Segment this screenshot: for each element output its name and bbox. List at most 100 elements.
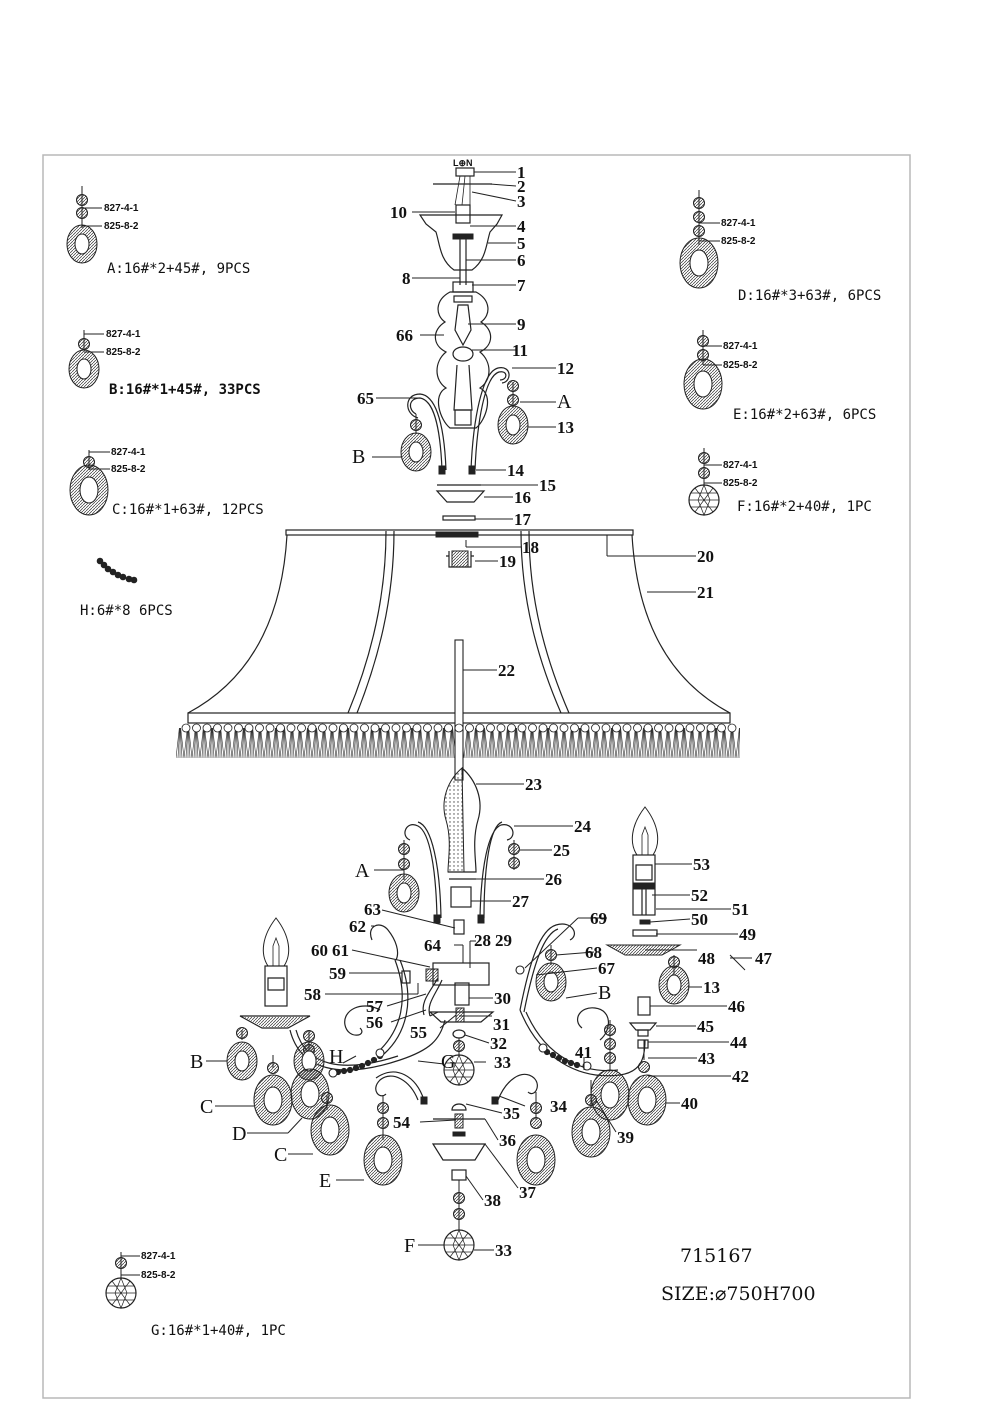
part-label: 35 — [503, 1104, 520, 1123]
part-label: 15 — [539, 476, 556, 495]
fringe-bead — [213, 723, 222, 733]
right-candle-arm — [491, 923, 667, 1186]
fringe-bead — [370, 723, 380, 733]
part-label: 3 — [517, 192, 526, 211]
bead-code-label: 825-8-2 — [111, 464, 146, 475]
fringe-bead — [633, 723, 642, 733]
part-label: 7 — [517, 276, 526, 295]
upper-decorative-arms — [400, 367, 529, 475]
fringe-bead — [591, 723, 600, 733]
part-label: 2 — [517, 177, 526, 196]
fringe-bead — [465, 723, 474, 733]
fringe-bead — [339, 723, 348, 733]
part-label: 59 — [329, 964, 346, 983]
legend-item-b: 827-4-1 825-8-2 B:16#*1+45#, 33PCS — [68, 329, 261, 398]
fringe-bead — [255, 723, 264, 733]
fringe-bead — [643, 723, 653, 733]
part-label: 32 — [490, 1034, 507, 1053]
fringe-bead — [223, 723, 233, 733]
bead-chain-icon — [96, 557, 138, 584]
fringe-beads — [181, 723, 737, 733]
bead-code-label: 825-8-2 — [106, 347, 141, 358]
fringe-bead — [328, 723, 338, 733]
part-label: 23 — [525, 775, 542, 794]
part-label: 62 — [349, 917, 366, 936]
fringe-bead — [423, 723, 432, 733]
callout-a: A — [355, 860, 370, 882]
part-label: 52 — [691, 886, 708, 905]
bead-chain-41 — [543, 1048, 581, 1069]
fringe-bead — [381, 723, 390, 733]
part-label: 1 — [517, 163, 526, 182]
page-frame — [42, 154, 911, 1399]
part-label: 12 — [557, 359, 574, 378]
bead-code-label: 825-8-2 — [141, 1270, 176, 1281]
part-label: 46 — [728, 997, 745, 1016]
fringe-bead — [559, 723, 569, 733]
left-candle-arm — [226, 917, 446, 1186]
bead-code-label: 825-8-2 — [723, 478, 758, 489]
part-label: 66 — [396, 326, 413, 345]
part-label: 43 — [698, 1049, 715, 1068]
legend-label-h: H:6#*8 6PCS — [80, 603, 173, 619]
fringe-bead — [297, 723, 306, 733]
part-label: 69 — [590, 909, 607, 928]
part-label: 34 — [550, 1097, 568, 1116]
part-label: 49 — [739, 925, 756, 944]
fringe-bead — [528, 723, 537, 733]
fringe-bead — [444, 723, 453, 733]
part-label: 18 — [522, 538, 539, 557]
part-label: 67 — [598, 959, 616, 978]
part-label: 20 — [697, 547, 714, 566]
part-label: 45 — [697, 1017, 714, 1036]
candle-socket-exploded — [605, 806, 746, 1049]
fringe-bead — [265, 723, 275, 733]
bead-code-label: 827-4-1 — [721, 218, 756, 229]
fringe-bead — [601, 723, 611, 733]
fringe-bead — [192, 723, 201, 733]
legend-item-c: 827-4-1 825-8-2 C:16#*1+63#, 12PCS — [69, 447, 264, 518]
fringe-bead — [360, 723, 369, 733]
part-label: 21 — [697, 583, 714, 602]
fringe-bead — [664, 723, 674, 733]
part-label: 14 — [507, 461, 525, 480]
legend-label-d: D:16#*3+63#, 6PCS — [738, 288, 881, 304]
fringe-bead — [517, 723, 527, 733]
part-label: 55 — [410, 1023, 427, 1042]
cup — [435, 490, 486, 503]
fringe-bead — [234, 723, 243, 733]
callout-f: F — [404, 1235, 415, 1257]
screw — [729, 954, 746, 971]
fringe-bead — [717, 723, 726, 733]
fringe-bead — [181, 723, 191, 733]
callout-h: H — [329, 1046, 343, 1068]
fringe-bead — [570, 723, 579, 733]
part-label: 39 — [617, 1128, 634, 1147]
fringe-bead — [622, 723, 632, 733]
size-label: SIZE:⌀750H700 — [661, 1283, 816, 1305]
part-label: 38 — [484, 1191, 501, 1210]
rod — [454, 639, 464, 781]
decorative-column — [434, 291, 492, 429]
bead-code-label: 825-8-2 — [723, 360, 758, 371]
legend-item-g: 827-4-1 825-8-2 G:16#*1+40#, 1PC — [105, 1251, 286, 1339]
part-number-labels: 1 2 3 10 4 5 6 8 7 9 66 11 12 65 13 14 1… — [304, 163, 773, 1260]
part-label: 44 — [730, 1033, 748, 1052]
part-label: 28 — [474, 931, 491, 950]
part-label: 25 — [553, 841, 570, 860]
middle-decorative-arms — [388, 821, 520, 924]
terminal-block — [455, 167, 475, 177]
bead-code-label: 825-8-2 — [104, 221, 139, 232]
part-label: 9 — [517, 315, 526, 334]
junction-box — [401, 962, 495, 1086]
center-body — [448, 767, 481, 873]
fringe-bead — [685, 723, 695, 733]
fringe-bead — [475, 723, 485, 733]
part-label: 65 — [357, 389, 374, 408]
part-label: 37 — [519, 1183, 537, 1202]
callout-e: E — [319, 1170, 331, 1192]
part-label: 47 — [755, 949, 773, 968]
fringe-bead — [349, 723, 359, 733]
lamp-shade — [176, 529, 740, 781]
